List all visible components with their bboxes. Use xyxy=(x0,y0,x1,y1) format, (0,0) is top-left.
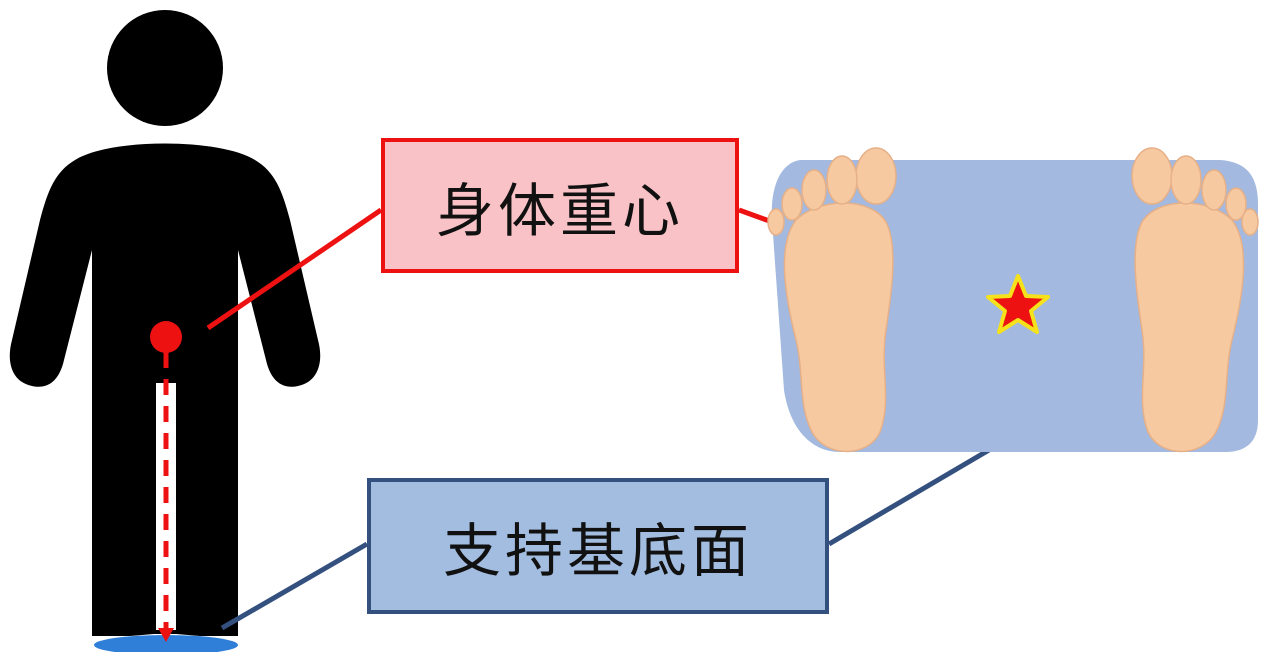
gravity-arrow-head xyxy=(158,628,174,642)
center-of-gravity-label-box: 身体重心 xyxy=(381,138,739,273)
feet-icon xyxy=(767,147,1259,453)
right-foot xyxy=(1131,147,1259,453)
center-of-gravity-label: 身体重心 xyxy=(435,176,684,245)
cog-leader-line-left xyxy=(206,207,383,331)
base-of-support-label-box: 支持基底面 xyxy=(367,478,829,614)
base-of-support-label: 支持基底面 xyxy=(442,517,753,585)
person-head xyxy=(107,10,223,126)
bos-leader-line-right xyxy=(827,437,1008,547)
left-foot xyxy=(767,147,897,453)
bos-leader-line-left xyxy=(220,541,369,631)
standing-person-icon xyxy=(9,10,321,652)
gravity-line-backing xyxy=(156,383,176,630)
center-of-gravity-marker xyxy=(150,321,182,353)
person-base-of-support-highlight xyxy=(94,635,238,652)
star-icon xyxy=(986,274,1050,334)
